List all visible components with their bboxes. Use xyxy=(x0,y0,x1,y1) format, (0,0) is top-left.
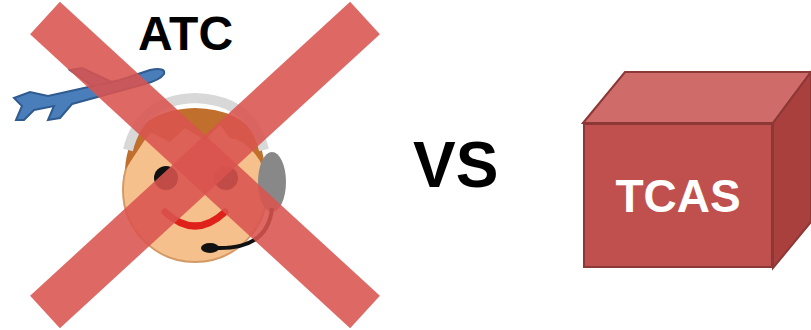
box-side-face xyxy=(773,72,811,268)
red-cross xyxy=(45,18,365,312)
box-top-face xyxy=(583,72,811,123)
tcas-box: TCAS xyxy=(583,123,773,268)
versus-label: VS xyxy=(413,128,498,202)
atc-label: ATC xyxy=(138,6,233,61)
box-label: TCAS xyxy=(615,169,740,223)
